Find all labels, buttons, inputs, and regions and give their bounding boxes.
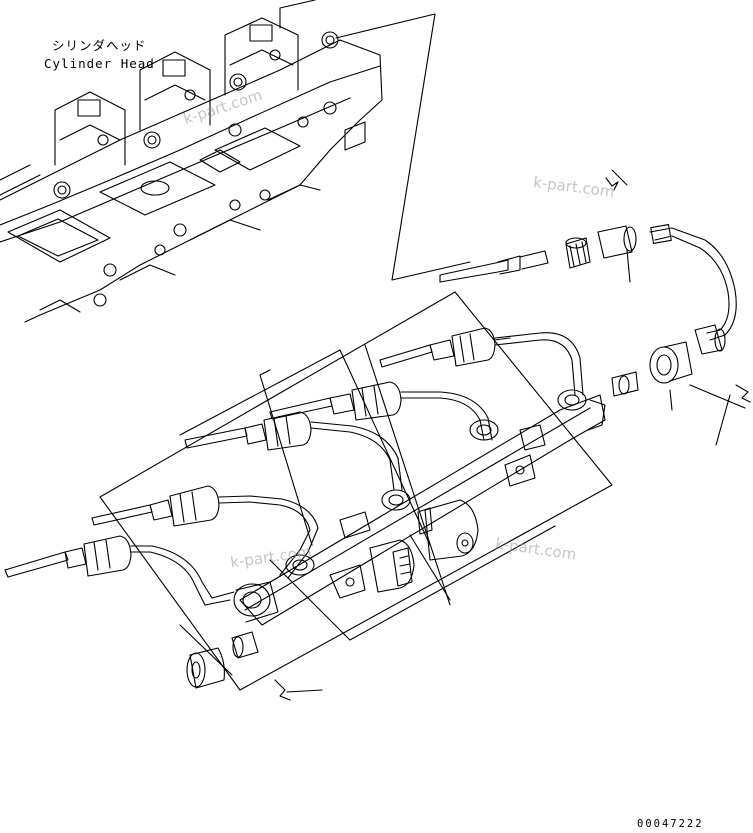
injector-1 — [379, 327, 511, 368]
injector-2 — [269, 381, 402, 421]
common-rail — [233, 389, 606, 626]
injection-pipes — [130, 332, 584, 606]
injector-4 — [91, 485, 220, 527]
cylinder-head — [0, 0, 383, 323]
rail-pressure-sensor — [417, 499, 479, 561]
injector-5 — [4, 535, 132, 578]
document-number: 00047222 — [637, 818, 704, 830]
injector-3 — [184, 411, 312, 451]
pressure-limiter-sensor — [369, 539, 415, 593]
cylinder-head-label-jp: シリンダヘッド — [52, 38, 147, 53]
callout-lines — [99, 13, 746, 693]
bottom-fittings — [186, 631, 291, 701]
cylinder-head-label-en: Cylinder Head — [44, 56, 155, 71]
exploded-glow-plug-assembly — [439, 177, 751, 403]
